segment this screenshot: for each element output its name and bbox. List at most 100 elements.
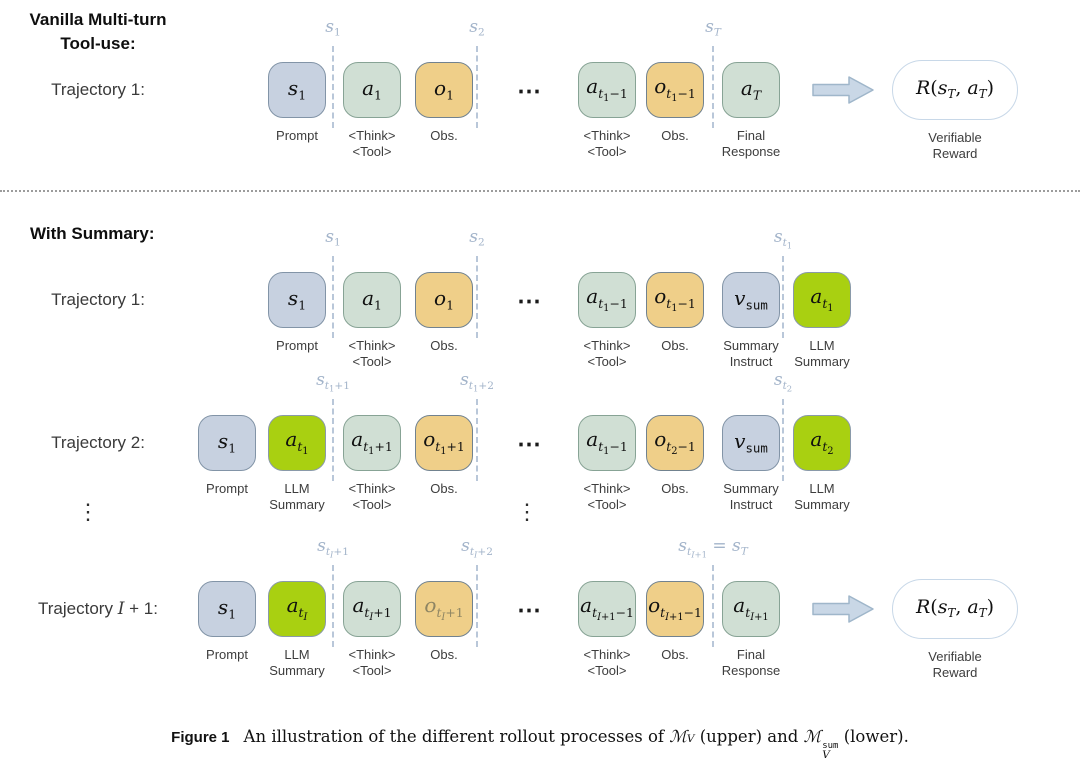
state-dash-label: s1 (325, 17, 341, 39)
observation-box-o1: o1 (415, 62, 473, 118)
box-caption: <Think><Tool> (583, 647, 631, 678)
state-box-s1: s1 (268, 272, 326, 328)
rollout-arrow-icon (812, 75, 876, 110)
state-dash-label: st2 (773, 370, 793, 394)
box-math: s1 (287, 76, 307, 103)
vertical-dots: ⋮ (77, 500, 99, 525)
box-caption: <Think><Tool> (583, 128, 631, 159)
box-caption: Obs. (661, 647, 689, 662)
figure-caption: Figure 1 An illustration of the different… (0, 727, 1080, 761)
state-dash-label: st1 (773, 227, 793, 251)
box-math: ot2−1 (654, 427, 696, 457)
state-dash-label: stI+2 (461, 536, 493, 560)
section-divider-dotted (0, 190, 1080, 192)
box-caption: Obs. (661, 481, 689, 496)
trajectory-label-text: Trajectory 2: (51, 433, 145, 452)
box-caption: <Think><Tool> (348, 647, 396, 678)
box-math: otI+1 (424, 593, 464, 623)
caption-body-1: An illustration of the different rollout… (243, 727, 670, 746)
box-caption: <Think><Tool> (348, 338, 396, 369)
script-M-symbol: ℳ (669, 727, 687, 746)
box-caption: Prompt (276, 128, 318, 143)
observation-box-o-tI1-minus-1: otI+1−1 (646, 581, 704, 637)
action-box-a-tI-plus-1: atI+1 (343, 581, 401, 637)
ellipsis: ⋯ (517, 428, 541, 458)
reward-math: R(sT, aT) (915, 77, 995, 102)
state-box-s1: s1 (198, 415, 256, 471)
trajectory-label-text: Trajectory (38, 599, 118, 618)
trajectory-label: Trajectory 1: (0, 62, 196, 118)
observation-box-o-tI-plus-1: otI+1 (415, 581, 473, 637)
box-caption: Obs. (430, 128, 458, 143)
box-math: at1−1 (586, 284, 628, 314)
caption-body-2: (upper) and (694, 727, 804, 746)
state-dash-label: st1+2 (460, 370, 494, 394)
summary-instruct-box: vsum (722, 272, 780, 328)
state-dash-line (712, 46, 714, 128)
reward-pill: R(sT, aT) (892, 579, 1018, 639)
script-M-subscript: V (686, 733, 695, 745)
box-math: vsum (734, 286, 768, 313)
trajectory-label: Trajectory 2: (0, 415, 196, 471)
action-box-a1: a1 (343, 272, 401, 328)
observation-box-o-t1-plus-1: ot1+1 (415, 415, 473, 471)
llm-summary-box-a-t2: at2 (793, 415, 851, 471)
action-box-a-t1-minus-1: at1−1 (578, 62, 636, 118)
action-box-aT: aT (722, 62, 780, 118)
box-math: ot1+1 (423, 427, 465, 457)
section-vanilla-title-line2: Tool-use: (60, 33, 136, 53)
box-math: a1 (362, 286, 382, 313)
box-math: otI+1−1 (648, 593, 702, 623)
box-math: s1 (217, 429, 237, 456)
state-dash-label: s2 (469, 227, 485, 249)
box-math: o1 (434, 76, 454, 103)
action-box-a-t1-plus-1: at1+1 (343, 415, 401, 471)
section-vanilla-title-line1: Vanilla Multi-turn (29, 10, 167, 29)
section-summary-title: With Summary: (30, 224, 155, 243)
rollout-arrow-icon (812, 594, 876, 629)
box-math: s1 (287, 286, 307, 313)
box-math: atI+1 (352, 593, 392, 623)
figure-caption-text: An illustration of the different rollout… (243, 727, 909, 760)
state-dash-label: s2 (469, 17, 485, 39)
ellipsis: ⋯ (517, 594, 541, 624)
trajectory-label: Trajectory 1: (0, 272, 196, 328)
state-box-s1: s1 (268, 62, 326, 118)
figure-caption-label: Figure 1 (171, 729, 230, 746)
action-box-a-tI1: atI+1 (722, 581, 780, 637)
box-caption: Prompt (206, 481, 248, 496)
ellipsis: ⋯ (517, 285, 541, 315)
reward-pill: R(sT, aT) (892, 60, 1018, 120)
box-caption: Obs. (430, 338, 458, 353)
box-caption: Prompt (206, 647, 248, 662)
observation-box-o-t2-minus-1: ot2−1 (646, 415, 704, 471)
action-box-a1: a1 (343, 62, 401, 118)
script-M-subscript-2: V (822, 748, 830, 761)
box-math: at1+1 (351, 427, 393, 457)
ellipsis: ⋯ (517, 75, 541, 105)
script-M-sum-symbol: ℳ (803, 727, 822, 746)
box-math: aT (740, 76, 762, 103)
observation-box-o1: o1 (415, 272, 473, 328)
llm-summary-box-a-t1: at1 (793, 272, 851, 328)
state-dash-line (332, 256, 334, 338)
state-dash-label: stI+1 = sT (678, 536, 748, 560)
box-caption: Obs. (661, 338, 689, 353)
box-math: at1 (810, 284, 834, 314)
box-math: o1 (434, 286, 454, 313)
state-dash-label: stI+1 (317, 536, 349, 560)
box-math: atI (286, 593, 308, 623)
action-box-a-t1-minus-1: at1−1 (578, 272, 636, 328)
box-math: atI+1 (733, 593, 769, 623)
llm-summary-box-a-tI: atI (268, 581, 326, 637)
